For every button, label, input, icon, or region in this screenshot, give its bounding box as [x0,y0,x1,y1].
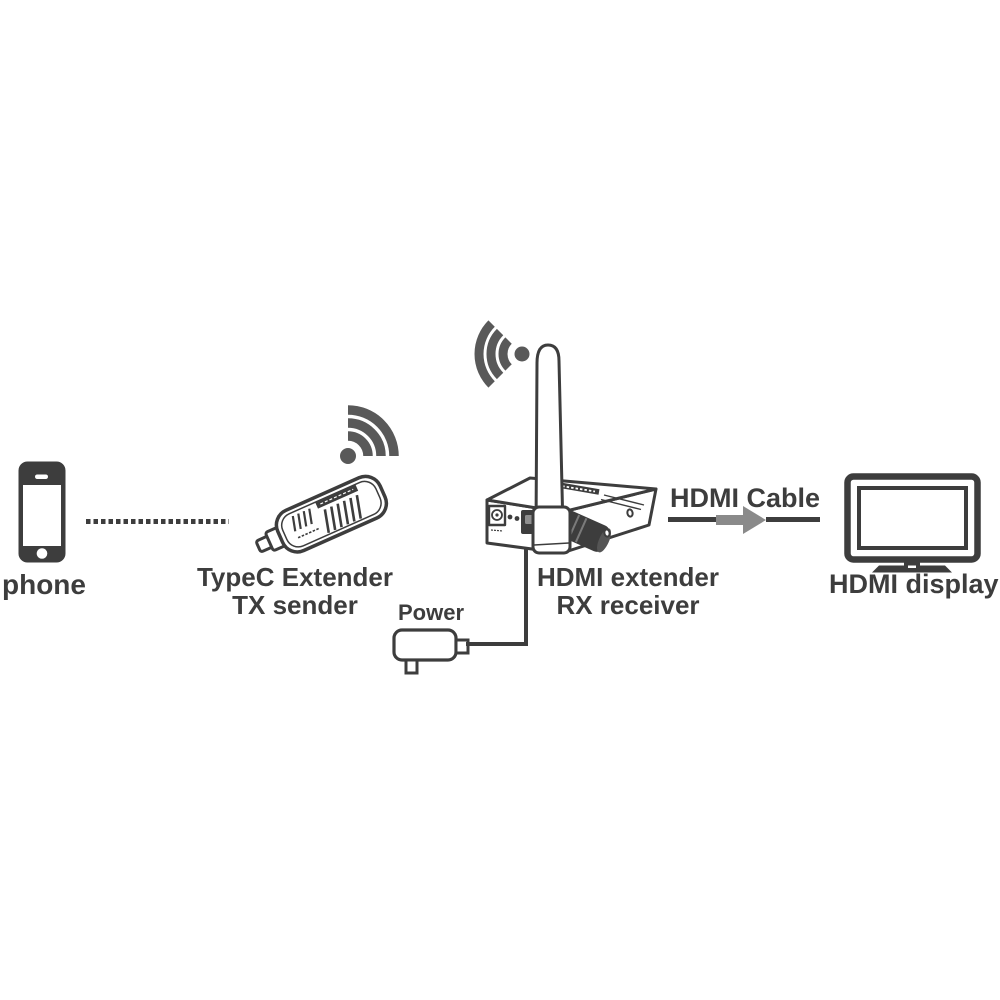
smartphone-icon [18,461,66,563]
receiver-box-antenna-icon [485,343,658,555]
rx-label-line1: HDMI extender [536,562,720,592]
phone-label: phone [2,569,86,600]
wireless-dotted-link [86,519,229,524]
arrow-head [743,506,766,534]
tv-monitor-icon [844,473,981,573]
receiver-top-groove-2 [600,498,642,511]
power-label: Power [397,600,465,625]
dongle-vent-group-small [291,508,313,532]
wifi-arc-1 [347,431,373,457]
wifi-signal-rx-icon [474,320,530,388]
phone-home-button [36,548,48,559]
tv-stand-base [872,565,952,573]
power-cable-horizontal [466,642,526,646]
wifi-arc-1 [498,337,512,371]
wifi-arc-3 [347,405,399,457]
dc-port-label-marks [490,529,504,532]
wifi-dot [514,346,530,362]
hdmi-cable-line-left [668,517,718,522]
power-adapter-icon [392,628,470,675]
dongle-label-strip [315,484,359,509]
phone-screen [23,485,61,546]
adapter-dc-nub [454,638,470,655]
tv-screen [857,486,968,550]
antenna-stick [534,343,565,532]
rx-label: HDMI extender RX receiver [503,563,753,619]
wifi-signal-tx-icon [340,405,399,464]
phone-speaker [35,474,48,479]
wifi-arc-3 [474,320,495,388]
side-screw-2 [603,528,611,538]
antenna-base [531,505,572,555]
antenna-base-seam [533,542,570,546]
status-led-2 [514,516,520,521]
adapter-body [392,628,458,662]
rx-label-line2: RX receiver [556,590,700,621]
usb-c-dongle-icon [255,474,389,554]
power-cable-vertical [524,549,528,646]
adapter-prong [404,658,419,675]
arrow-right-icon [716,506,766,534]
tx-label-line1: TypeC Extender [196,562,393,592]
arrow-shaft [716,515,743,525]
tv-stand-notch [908,565,916,568]
hdmi-cable-line-right [766,517,820,522]
display-label: HDMI display [829,569,999,599]
dongle-inner-outline [280,480,382,548]
dongle-vent-group-large [323,494,363,534]
status-led-1 [507,514,513,520]
tv-stand-neck [904,560,920,566]
tx-label-line2: TX sender [232,590,358,621]
wifi-arc-2 [347,418,386,457]
dc-port-pin [495,513,499,517]
side-screw-1 [626,508,634,518]
receiver-top-groove-1 [603,494,645,506]
dc-port-ring [491,509,503,521]
wifi-arc-2 [486,328,504,380]
wifi-dot [340,448,356,464]
tx-label: TypeC Extender TX sender [170,563,420,619]
